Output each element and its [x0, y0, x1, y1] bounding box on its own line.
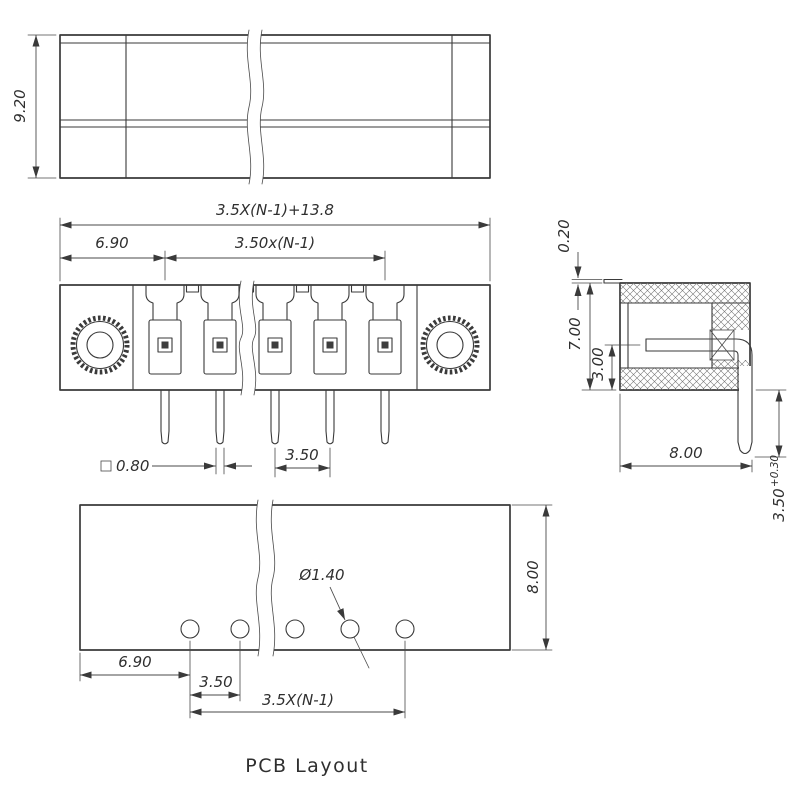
- pin-leg: [325, 389, 335, 445]
- hatch-top: [620, 283, 750, 303]
- dim-left-offset: 6.90: [60, 234, 386, 281]
- dim-board-width: 8.00: [511, 504, 553, 651]
- top-view: 9.20: [11, 29, 491, 185]
- dim-label-pitch: 3.50: [285, 446, 318, 464]
- pin-leg: [380, 389, 390, 445]
- pcb-hole: [395, 619, 415, 639]
- dim-lip: 0.20: [555, 219, 603, 310]
- dim-body-height: 7.00: [566, 283, 617, 391]
- dim-label-pin-length-tol: +0.30: [769, 455, 781, 487]
- dim-label-body-height: 7.00: [566, 317, 584, 350]
- pin-contact: [365, 285, 405, 375]
- break-line: [255, 499, 261, 657]
- pcb-hole: [285, 619, 305, 639]
- dim-pitch-span: 3.50x(N-1): [165, 234, 385, 262]
- break-line: [251, 280, 257, 396]
- pin-contact: [310, 285, 350, 375]
- dim-pin-height: 3.00: [589, 344, 641, 390]
- dim-top-height: 9.20: [11, 34, 57, 179]
- break-line: [246, 29, 252, 185]
- side-view: 0.20 7.00 3.00 8.00 3.50 +0.30: [555, 219, 788, 521]
- mounting-screw-left: [73, 318, 127, 372]
- dim-label-pin-height: 3.00: [589, 347, 607, 380]
- dim-pcb-span: 3.5X(N-1): [190, 640, 406, 719]
- dim-label-pcb-left-offset: 6.90: [118, 653, 151, 671]
- dim-pcb-left-offset: 6.90: [79, 640, 191, 719]
- dim-hole-diameter: Ø1.40: [298, 566, 370, 669]
- break-mask: [247, 30, 264, 184]
- pcb-hole: [340, 619, 360, 639]
- dim-label-depth: 8.00: [669, 444, 702, 462]
- top-view-body: [59, 34, 491, 179]
- mounting-screw-right: [423, 318, 477, 372]
- dim-label-hole-diameter: Ø1.40: [298, 566, 344, 584]
- break-line: [238, 280, 244, 396]
- pin-leg: [270, 389, 280, 445]
- front-view-body: [59, 284, 491, 391]
- dim-pcb-pitch: 3.50: [190, 640, 241, 702]
- pin-leg: [160, 389, 170, 445]
- pin-leg: [215, 389, 225, 445]
- pcb-outline: [79, 504, 511, 651]
- dim-label-pitch-span: 3.50x(N-1): [235, 234, 315, 252]
- dim-label-lip: 0.20: [555, 219, 573, 252]
- dim-pitch: 3.50: [274, 446, 331, 478]
- contact-clamp: [709, 329, 735, 361]
- housing-notch: [295, 284, 310, 293]
- dim-pin-length: 3.50 +0.30: [754, 389, 788, 522]
- pin-tip: [737, 441, 753, 455]
- pin-contact: [200, 285, 240, 375]
- pcb-hole: [230, 619, 250, 639]
- caption: PCB Layout: [245, 755, 368, 777]
- dim-label-pcb-span: 3.5X(N-1): [262, 691, 334, 709]
- break-mask: [256, 500, 275, 656]
- dim-label-total-width: 3.5X(N-1)+13.8: [216, 201, 334, 219]
- square-symbol: [100, 460, 112, 472]
- pin-contact: [255, 285, 295, 375]
- pin-side-profile: [645, 338, 753, 443]
- housing-notch: [185, 284, 200, 293]
- dim-label-left-offset: 6.90: [95, 234, 128, 252]
- housing-notch: [350, 284, 365, 293]
- dim-depth: 8.00: [619, 393, 753, 473]
- dim-label-pin-length: 3.50: [770, 488, 788, 521]
- dim-label-pcb-pitch: 3.50: [199, 673, 232, 691]
- dim-label-top-height: 9.20: [11, 89, 29, 122]
- hatch-bottom: [620, 368, 750, 390]
- break-mask: [239, 281, 256, 395]
- dim-pin-square: 0.80: [100, 447, 252, 475]
- hatch-right-upper: [712, 303, 750, 330]
- break-line: [270, 499, 276, 657]
- dim-label-pin-square: 0.80: [116, 457, 149, 475]
- dim-label-board-width: 8.00: [524, 560, 542, 593]
- break-line: [259, 29, 265, 185]
- dim-total-width: 3.5X(N-1)+13.8: [59, 201, 491, 282]
- front-view: 3.5X(N-1)+13.8 6.90 3.50x(N-1): [59, 201, 491, 478]
- pcb-hole: [180, 619, 200, 639]
- pcb-view: Ø1.40 8.00 6.90 3.50 3.5X(N-1): [79, 499, 553, 719]
- hatch-right-lower: [712, 360, 750, 368]
- pin-contact: [145, 285, 185, 375]
